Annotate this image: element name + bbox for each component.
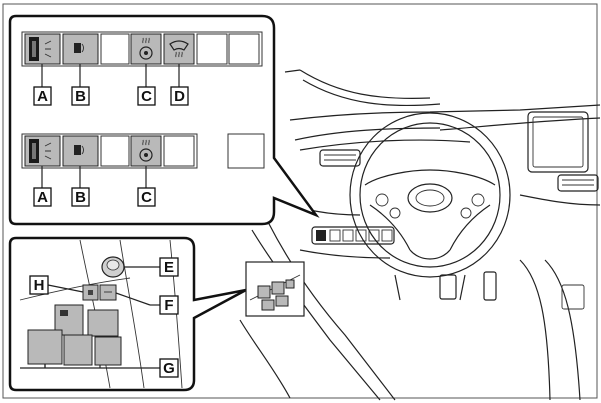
label-d-1: D [174,88,185,105]
label-c-2-box [137,187,156,207]
label-c-1: C [141,88,152,105]
mirror-select-switch-icon [99,284,117,301]
label-b-1-box [71,86,90,106]
label-a-2: A [37,189,48,206]
dashboard-illustration [239,69,601,401]
steering-wheel-heater-icon [139,37,153,60]
label-e-box [159,257,179,277]
headlight-leveling-icon [74,43,81,53]
accelerator-pedal [483,271,497,301]
label-a-2-box [33,187,52,207]
label-a-1-box [33,86,52,106]
label-b-2: B [75,189,86,206]
beam-icon [44,40,52,58]
windshield-deicer-icon [169,40,189,58]
brake-pedal [439,274,457,300]
label-e: E [164,259,174,276]
upper-switch-panel: A B C D A B C [8,14,320,226]
label-c-1-box [137,86,156,106]
center-screen [527,111,589,173]
left-vent [319,149,361,167]
label-h: H [34,277,45,294]
label-c-2: C [141,189,152,206]
label-f-box [159,295,179,315]
window-switch-icon [27,304,122,366]
figure-frame [2,3,598,399]
right-vent [557,174,599,192]
mirror-control-knob-icon [101,256,125,278]
dash-switch-strip [311,226,395,245]
label-f: F [164,297,173,314]
label-a-1: A [37,88,48,105]
label-b-1: B [75,88,86,105]
label-b-2-box [71,187,90,207]
label-h-box [29,275,49,295]
lower-switch-panel: E H F G [8,236,247,392]
shift-area [561,284,585,310]
label-g-box [159,358,179,378]
door-switch-detail [245,261,305,317]
label-d-1-box [170,86,189,106]
standalone-blank-switch [227,133,265,169]
label-g: G [163,360,175,377]
steering-wheel [349,112,511,278]
